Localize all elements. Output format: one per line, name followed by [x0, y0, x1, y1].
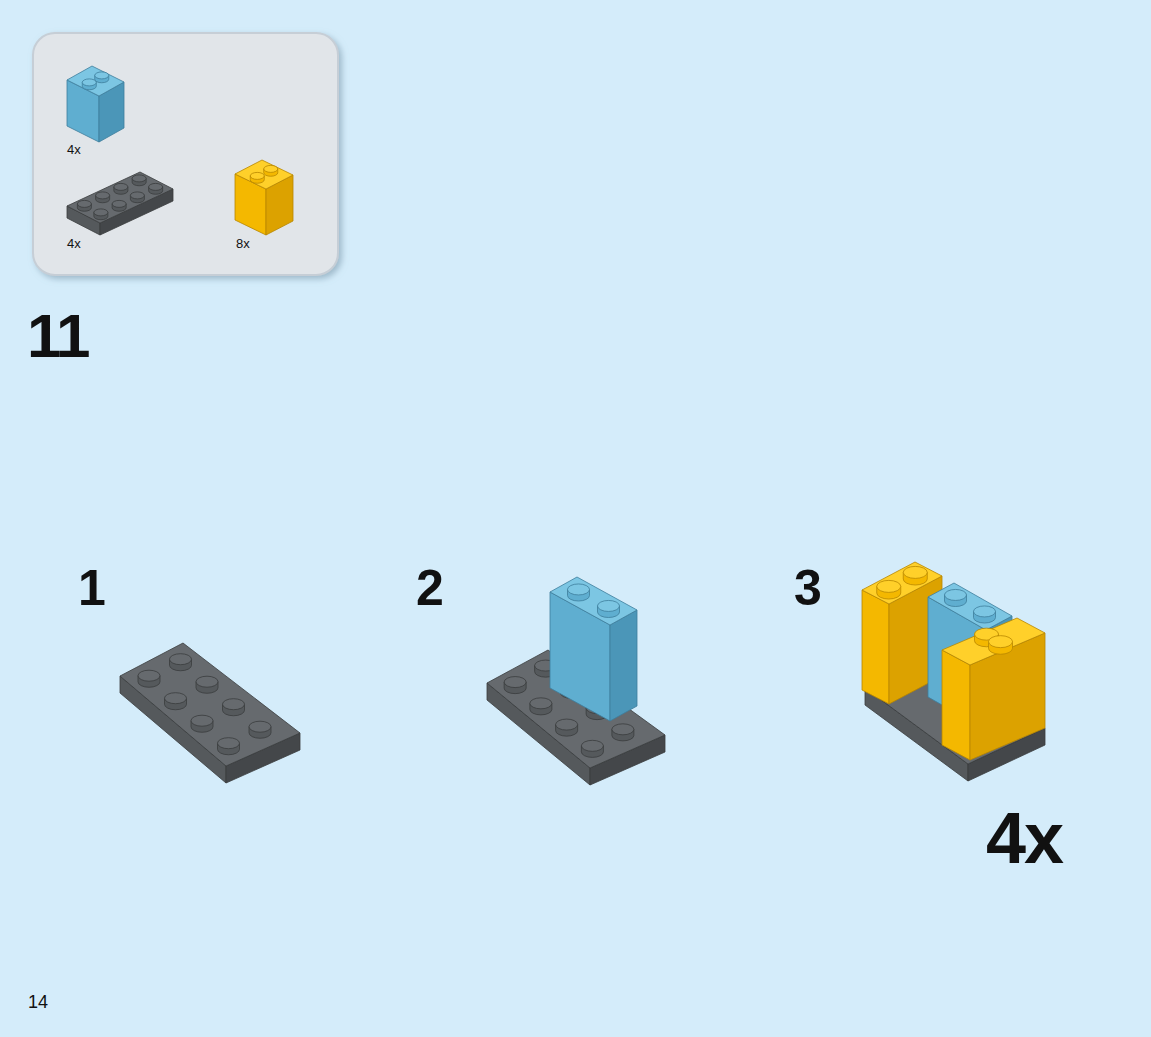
stud-top [581, 740, 603, 751]
stud-top [77, 200, 91, 207]
bricks [67, 66, 1045, 785]
brick-face [942, 650, 970, 760]
stud-top [96, 192, 110, 199]
brick-top [67, 66, 124, 96]
stud-top [170, 654, 192, 665]
stud-top [112, 200, 126, 207]
stud-top [877, 580, 901, 592]
brick-face [862, 590, 889, 704]
stud-top [114, 183, 128, 190]
stud-top [598, 600, 620, 611]
part-count: 8x [236, 237, 250, 250]
stud-top [223, 699, 245, 710]
stud-top [165, 693, 187, 704]
stud-top [989, 636, 1013, 648]
stud-top [250, 172, 264, 179]
brick-top [942, 618, 1045, 665]
duplo-brick-yellow [942, 618, 1045, 760]
part-count: 4x [67, 237, 81, 250]
page-number: 14 [28, 993, 48, 1011]
stud-top [196, 676, 218, 687]
stud-top [264, 165, 278, 172]
stud-top [94, 209, 108, 216]
stud-top [191, 715, 213, 726]
stud-top [556, 719, 578, 730]
stud-top [612, 724, 634, 735]
stud-top [903, 566, 927, 578]
substep-number: 2 [416, 563, 442, 613]
brick-top [550, 577, 637, 625]
stud-top [249, 721, 271, 732]
stud-top [82, 79, 96, 86]
repeat-count: 4x [986, 802, 1062, 874]
step-number: 11 [27, 305, 89, 367]
brick-top [235, 160, 293, 189]
stud-top [530, 698, 552, 709]
substep-number: 1 [78, 563, 104, 613]
brick-top [120, 643, 300, 766]
substep-number: 3 [794, 563, 820, 613]
stud-top [132, 175, 146, 182]
stud-top [945, 589, 967, 600]
duplo-plate [120, 643, 300, 783]
duplo-brick-blue [67, 66, 124, 142]
stud-top [218, 738, 240, 749]
part-count: 4x [67, 143, 81, 156]
parts-panel [33, 33, 338, 275]
stud-top [504, 677, 526, 688]
duplo-plate [67, 172, 173, 235]
stud-top [974, 606, 996, 617]
brick-face [610, 610, 637, 721]
stud-top [138, 670, 160, 681]
brick-top [928, 583, 1012, 630]
stud-top [130, 192, 144, 199]
brick-top [67, 172, 173, 223]
stud-top [568, 584, 590, 595]
stud-top [95, 72, 109, 79]
duplo-brick-yellow [235, 160, 293, 235]
stud-top [149, 183, 163, 190]
duplo-brick-blue [550, 577, 637, 721]
